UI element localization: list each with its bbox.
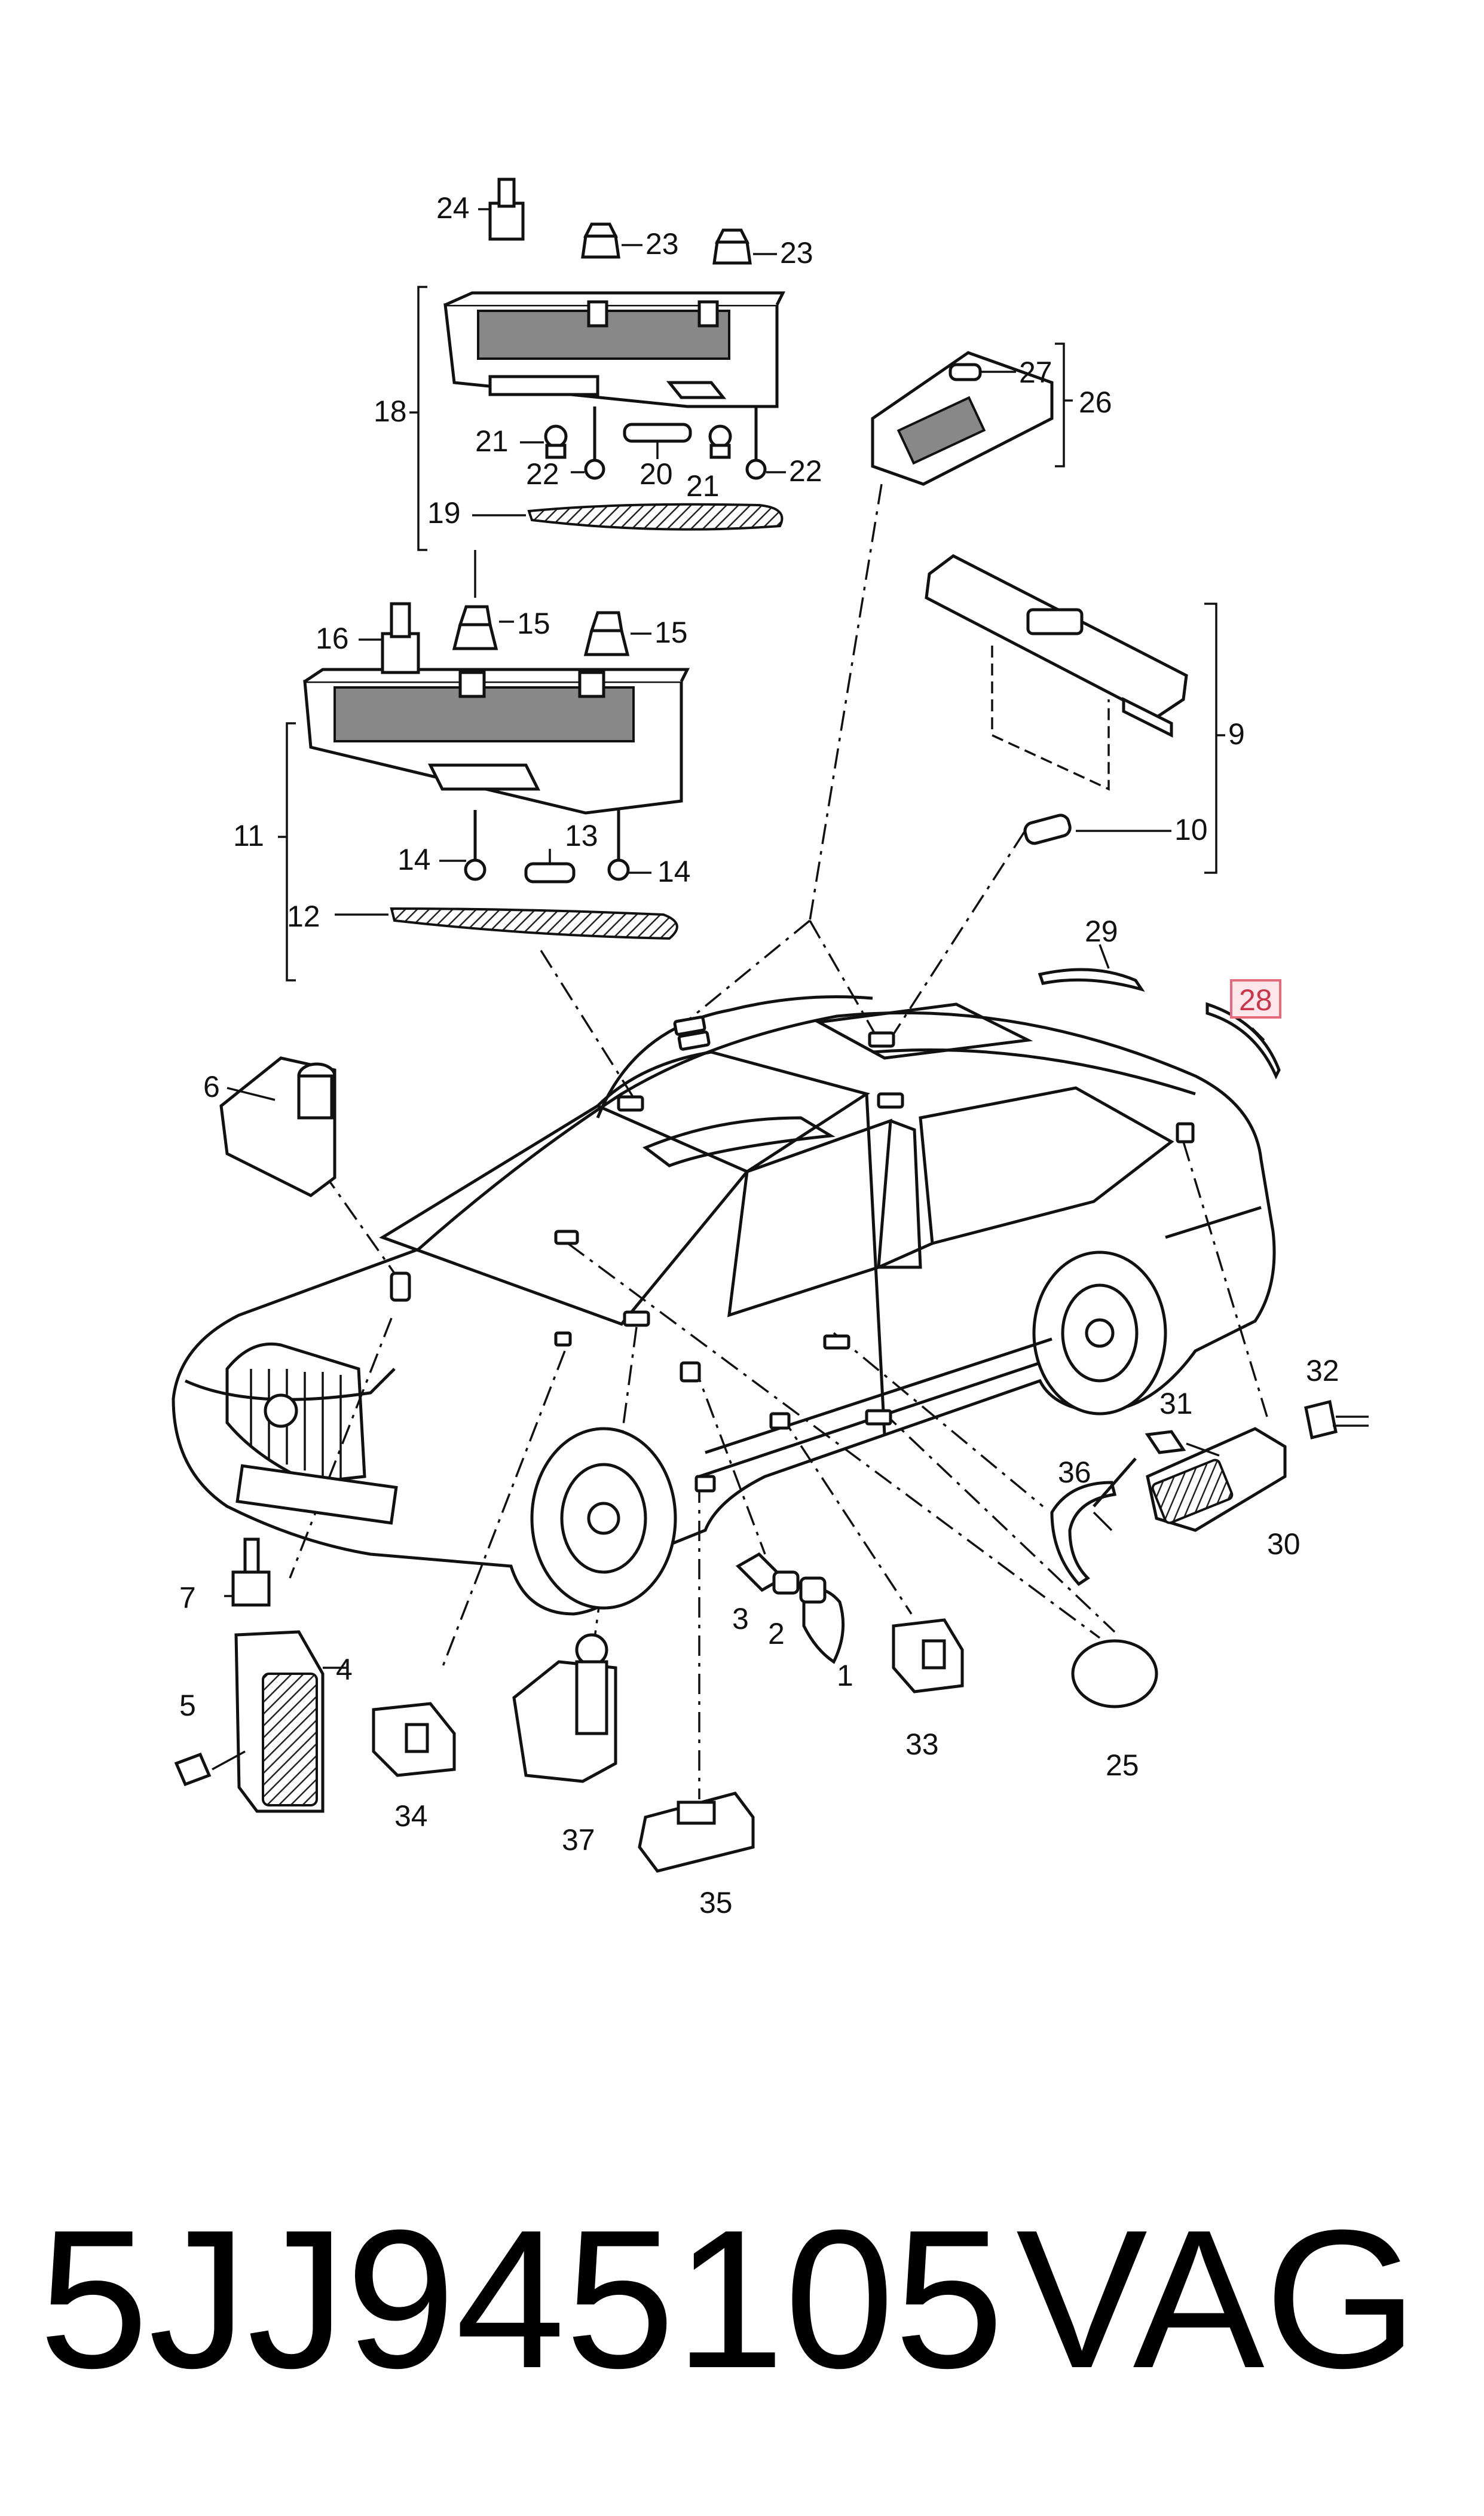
lower-left-parts (174, 1056, 347, 1813)
callout-32: 32 (1306, 1354, 1339, 1387)
callout-5: 5 (179, 1689, 196, 1722)
callout-15: 15 (654, 616, 688, 649)
callout-28: 28 (1239, 983, 1272, 1017)
lower-right-parts (372, 1399, 1369, 1873)
callout-26: 26 (1079, 386, 1112, 419)
callout-22: 22 (789, 454, 822, 488)
brand-name: VAG (1016, 2188, 1418, 2409)
callout-14: 14 (397, 843, 431, 876)
callout-35: 35 (699, 1886, 733, 1919)
callout-28-highlight (1230, 979, 1281, 1019)
callout-3: 3 (732, 1602, 749, 1635)
callout-22: 22 (526, 457, 559, 491)
callout-12: 12 (287, 900, 320, 933)
callout-33: 33 (905, 1728, 939, 1761)
callout-2: 2 (768, 1617, 785, 1650)
callout-6: 6 (203, 1070, 220, 1103)
callout-4: 4 (336, 1653, 353, 1686)
callout-37: 37 (562, 1823, 595, 1857)
door-light-assembly (925, 554, 1225, 874)
callout-25: 25 (1106, 1748, 1139, 1782)
callout-23: 23 (645, 227, 679, 261)
callout-9: 9 (1228, 717, 1245, 751)
callout-11: 11 (233, 819, 264, 852)
ceiling-light-rear-assembly (278, 550, 690, 982)
callout-15: 15 (517, 607, 550, 640)
callout-18: 18 (374, 395, 407, 428)
callout-23: 23 (780, 236, 813, 270)
callout-24: 24 (436, 191, 470, 225)
callout-27: 27 (1019, 356, 1052, 389)
callout-13: 13 (565, 819, 598, 852)
callout-21: 21 (475, 424, 509, 458)
callout-30: 30 (1267, 1527, 1301, 1561)
trim-strips (1038, 944, 1281, 1080)
callout-21: 21 (686, 469, 720, 503)
callout-labels: 24 23 23 18 21 22 20 21 22 19 27 26 15 1… (179, 191, 1339, 1919)
reading-lamp-assembly (871, 343, 1073, 486)
callout-20: 20 (640, 457, 673, 491)
part-number: 5JJ945105 (39, 2188, 1004, 2409)
light-locations (390, 1016, 1195, 1493)
callout-31: 31 (1159, 1387, 1193, 1420)
ceiling-light-front-assembly (409, 178, 786, 551)
grille (250, 1369, 342, 1479)
callout-1: 1 (837, 1659, 853, 1692)
callout-34: 34 (394, 1799, 428, 1833)
callout-16: 16 (316, 622, 349, 655)
callout-7: 7 (179, 1581, 196, 1615)
callout-10: 10 (1174, 813, 1208, 846)
car-outline (172, 995, 1276, 1616)
callout-36: 36 (1058, 1456, 1091, 1489)
callout-19: 19 (427, 496, 461, 530)
callout-29: 29 (1085, 915, 1118, 948)
callout-14: 14 (657, 855, 691, 888)
